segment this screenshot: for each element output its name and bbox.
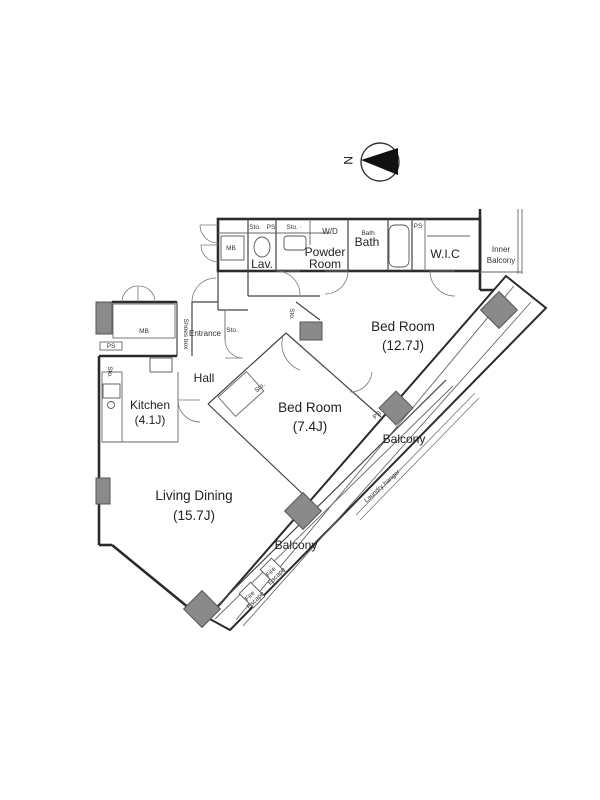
sto-label-entrance: Sto. <box>226 327 238 334</box>
bedroom-large-size: (12.7J) <box>382 338 424 353</box>
living-dining-size: (15.7J) <box>173 508 215 523</box>
bath-label: Bath <box>355 235 380 249</box>
wd-label: W/D <box>322 227 338 236</box>
interior-walls <box>207 295 382 500</box>
compass-label: N <box>341 156 355 165</box>
sto-label-kitchen: Sto. <box>106 366 113 378</box>
ps-label-balcony: PS <box>372 409 384 420</box>
balcony-band <box>182 274 548 632</box>
bedroom-large-name: Bed Room <box>371 319 435 334</box>
kitchen-walls <box>97 354 201 478</box>
ps-label-top: PS <box>267 224 276 231</box>
powder-label-line2: Room <box>309 257 341 271</box>
inner-balcony-walls <box>478 209 523 290</box>
ps-label-right: PS <box>414 223 423 230</box>
mb-label-lower: MB <box>139 328 149 335</box>
balcony-lower-label: Balcony <box>275 538 318 552</box>
bedroom-small-name: Bed Room <box>278 400 342 415</box>
mb-label-upper: MB <box>226 245 236 252</box>
wic-label: W.I.C <box>430 247 460 261</box>
shoes-box-label: Shoes box <box>182 319 189 350</box>
living-dining-name: Living Dining <box>155 488 232 503</box>
hall-label: Hall <box>194 371 215 385</box>
inner-balcony-line1: Inner <box>492 245 511 254</box>
kitchen-size: (4.1J) <box>135 413 166 427</box>
bedroom-small-size: (7.4J) <box>293 419 328 434</box>
north-arrow-icon: N <box>341 142 400 182</box>
sto-label-closet: Sto. <box>253 381 266 394</box>
entrance-label: Entrance <box>189 329 222 338</box>
balcony-upper-label: Balcony <box>383 432 426 446</box>
outer-walls <box>95 288 503 619</box>
sto-label-hall: Sto. <box>288 308 295 320</box>
lav-label: Lav. <box>251 257 273 271</box>
inner-balcony-line2: Balcony <box>487 256 515 265</box>
sto-label-top-mid: Sto. ∙ <box>286 224 301 231</box>
service-strip <box>199 217 482 310</box>
powder-label-line1: Powder <box>305 245 346 259</box>
sto-label-top-left: Sto. <box>249 224 261 231</box>
ps-label-left: PS <box>107 343 116 350</box>
entrance-block <box>95 277 248 359</box>
bath-small-label: Bath <box>361 230 375 237</box>
kitchen-name: Kitchen <box>130 398 170 412</box>
